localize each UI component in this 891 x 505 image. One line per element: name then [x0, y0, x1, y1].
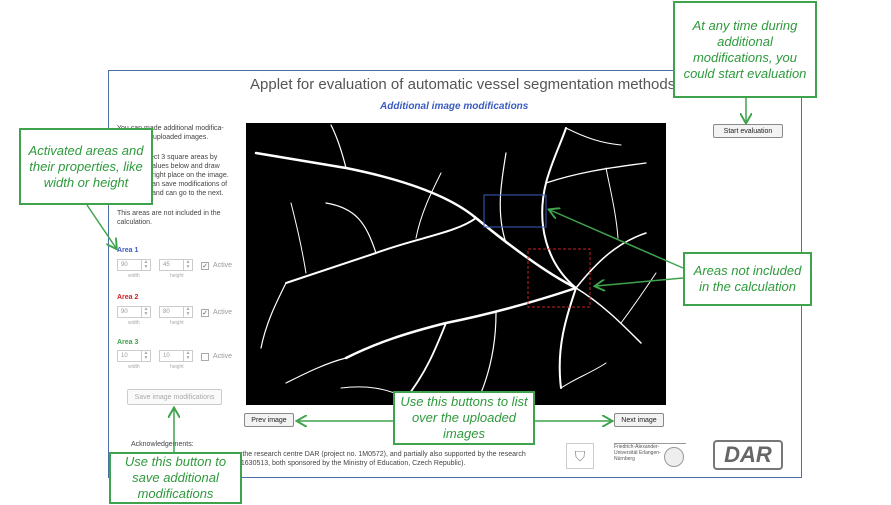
- area-2-width-label: width: [128, 320, 140, 326]
- intro-text-7: and can go to the next.: [152, 190, 224, 197]
- page-title: Applet for evaluation of automatic vesse…: [250, 76, 676, 93]
- area-3-active-checkbox[interactable]: [201, 353, 209, 361]
- intro-text-8: This areas are not included in the: [117, 210, 221, 217]
- area-3-label: Area 3: [117, 339, 139, 346]
- acknowledgements-title: Acknowledgements:: [131, 441, 194, 448]
- save-modifications-button[interactable]: Save image modifications: [127, 389, 222, 405]
- area-2-width-input[interactable]: 90▲▼: [117, 306, 151, 318]
- area-1-height-input[interactable]: 45▲▼: [159, 259, 193, 271]
- acknowledgements-line-2: 21630513, both sponsored by the Ministry…: [237, 460, 466, 467]
- university-logo: Friedrich-Alexander-Universität Erlangen…: [614, 443, 686, 469]
- intro-text-6: an save modifications of: [152, 181, 228, 188]
- callout-excluded-areas: Areas not included in the calculation: [683, 252, 812, 306]
- intro-text-9: calculation.: [117, 219, 153, 226]
- area-1-width-input[interactable]: 90▲▼: [117, 259, 151, 271]
- area-1-height-label: height: [170, 273, 184, 279]
- intro-text-1: You can made additional modifica-: [117, 125, 224, 132]
- area-3-width-label: width: [128, 364, 140, 370]
- callout-start-evaluation: At any time during additional modificati…: [673, 1, 817, 98]
- next-image-button[interactable]: Next image: [614, 413, 664, 427]
- university-seal-icon: [664, 447, 684, 467]
- intro-text-3: ect 3 square areas by: [150, 154, 218, 161]
- area-1-width-label: width: [128, 273, 140, 279]
- callout-navigation: Use this buttons to list over the upload…: [393, 391, 535, 445]
- area-3-height-input[interactable]: 10▲▼: [159, 350, 193, 362]
- intro-text-2: uploaded images.: [153, 134, 209, 141]
- university-logo-text: Friedrich-Alexander-Universität Erlangen…: [614, 444, 661, 462]
- prev-image-button[interactable]: Prev image: [244, 413, 294, 427]
- arrow-to-blue-area: [550, 210, 684, 269]
- dar-logo: DAR: [713, 440, 783, 470]
- shield-logo-icon: ⛉: [566, 443, 594, 469]
- area-2-active-checkbox[interactable]: ✓: [201, 309, 209, 317]
- area-1-active-label: Active: [213, 262, 233, 269]
- callout-save-button: Use this button to save additional modif…: [109, 452, 242, 504]
- area-3-active-label: Active: [213, 353, 233, 360]
- arrow-to-red-area: [596, 277, 684, 286]
- area-2-height-input[interactable]: 80▲▼: [159, 306, 193, 318]
- area-2-label: Area 2: [117, 294, 139, 301]
- arrow-to-area-1: [86, 204, 116, 248]
- area-2-height-label: height: [170, 320, 184, 326]
- area-2-active-label: Active: [213, 309, 233, 316]
- intro-text-5: right place on the image.: [152, 172, 229, 179]
- section-subtitle: Additional image modifications: [380, 101, 529, 112]
- area-3-height-label: height: [170, 364, 184, 370]
- area-3-width-input[interactable]: 10▲▼: [117, 350, 151, 362]
- area-1-active-checkbox[interactable]: ✓: [201, 262, 209, 270]
- callout-activated-areas: Activated areas and their properties, li…: [19, 128, 153, 205]
- area-1-label: Area 1: [117, 247, 139, 254]
- vessel-segmentation-image[interactable]: [246, 123, 666, 405]
- acknowledgements-line-1: y the research centre DAR (project no. 1…: [237, 451, 526, 458]
- intro-text-4: alues below and draw: [152, 163, 220, 170]
